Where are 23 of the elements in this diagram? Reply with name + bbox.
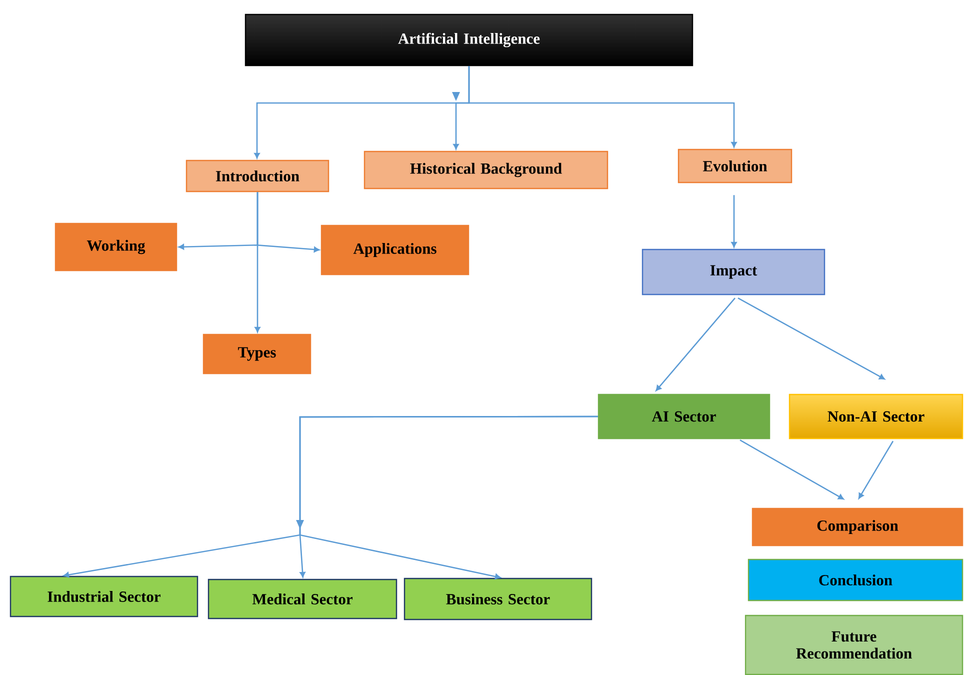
sector-box: AI Sector	[598, 394, 770, 440]
impact-box: Impact	[642, 248, 826, 296]
arrow	[468, 66, 737, 148]
sector-box: Medical Sector	[208, 578, 398, 620]
arrow	[858, 440, 894, 499]
arrow	[254, 192, 260, 332]
section-box: Comparison	[752, 508, 964, 546]
sector-box: Industrial Sector	[10, 576, 198, 618]
topic-box: Introduction	[186, 160, 330, 192]
subtopic-box: Applications	[320, 224, 470, 276]
section-box: Conclusion	[748, 558, 964, 602]
topic-box: Historical Background	[364, 150, 608, 190]
sector-box: Business Sector	[404, 578, 592, 620]
subtopic-box: Working	[54, 222, 178, 272]
arrow	[740, 440, 844, 500]
arrow	[656, 298, 736, 391]
section-box: Future Recommendation	[744, 614, 964, 675]
subtopic-box: Types	[202, 334, 312, 374]
arrow	[738, 298, 885, 380]
topic-box: Evolution	[678, 148, 792, 184]
title-box: Artificial Intelligence	[244, 14, 694, 66]
sector-box: Non-AI Sector	[788, 394, 964, 440]
arrow	[731, 195, 737, 248]
